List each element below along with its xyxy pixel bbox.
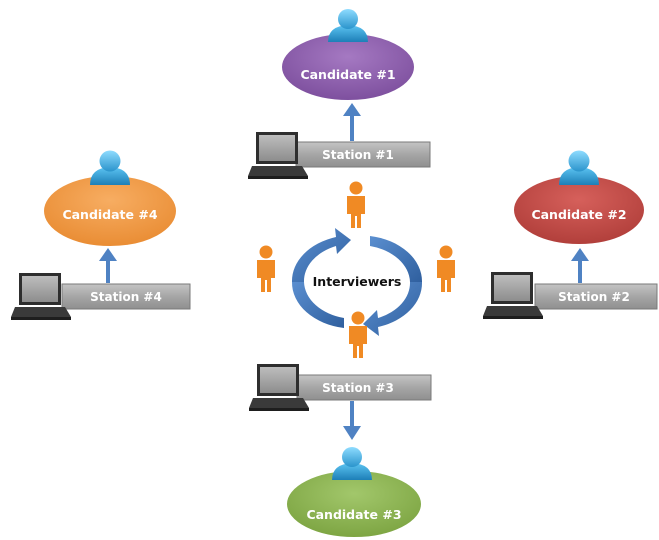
user-avatar-icon [559, 150, 599, 185]
station-3-group: Station #3 [249, 364, 432, 411]
arrow-station-2-to-candidate-2 [571, 248, 589, 283]
user-avatar-icon [332, 447, 372, 480]
candidate-2-group: Candidate #2 [512, 150, 646, 246]
cycle-arrow-right [370, 236, 423, 282]
user-avatar-icon [90, 150, 130, 185]
candidate-1-group: Candidate #1 [280, 9, 416, 102]
station-2-bar [534, 283, 658, 310]
user-avatar-icon [328, 9, 368, 42]
station-2-group: Station #2 [483, 272, 658, 319]
station-3-bar [296, 374, 432, 401]
station-1-label: Station #1 [322, 148, 394, 162]
arrow-station-4-to-candidate-4 [99, 248, 117, 283]
candidate-4-group: Candidate #4 [42, 150, 178, 248]
cycle-arrow-left [291, 282, 344, 328]
interviewer-rotation-cycle: Interviewers [291, 228, 423, 336]
station-2-label: Station #2 [558, 290, 630, 304]
station-1-group: Station #1 [248, 132, 431, 179]
arrow-station-1-to-candidate-1 [343, 103, 361, 141]
laptop-icon [483, 272, 543, 319]
laptop-icon [248, 132, 308, 179]
station-4-group: Station #4 [11, 273, 191, 320]
person-icon [347, 181, 365, 228]
station-4-bar [61, 283, 191, 310]
station-4-label: Station #4 [90, 290, 162, 304]
person-icon [257, 245, 275, 292]
candidate-3-label: Candidate #3 [306, 507, 401, 522]
candidate-2-label: Candidate #2 [531, 207, 626, 222]
laptop-icon [11, 273, 71, 320]
candidate-3-ellipse [285, 469, 423, 539]
interviewers-label: Interviewers [313, 274, 402, 289]
cycle-arrow-bottom [363, 282, 423, 336]
candidate-3-group: Candidate #3 [285, 447, 423, 539]
arrow-station-3-to-candidate-3 [343, 401, 361, 440]
cycle-arrow-top [291, 228, 351, 282]
station-1-bar [295, 141, 431, 168]
candidate-1-label: Candidate #1 [300, 67, 395, 82]
station-3-label: Station #3 [322, 381, 394, 395]
person-icon [349, 311, 367, 358]
person-icon [437, 245, 455, 292]
laptop-icon [249, 364, 309, 411]
candidate-4-label: Candidate #4 [62, 207, 157, 222]
